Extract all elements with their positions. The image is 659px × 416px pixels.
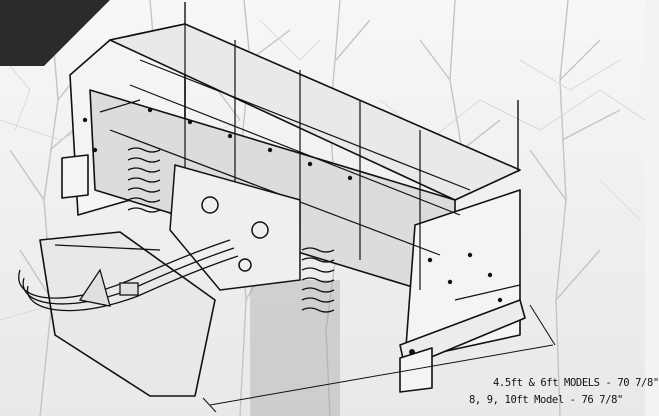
dimension-line (202, 304, 556, 413)
right-spring (301, 247, 335, 313)
dimension-label-large-models: 8, 9, 10ft Model - 76 7/8" (469, 394, 623, 406)
left-spring (127, 147, 161, 213)
dimension-label-small-models: 4.5ft & 6ft MODELS - 70 7/8" (493, 377, 659, 389)
left-skid (61, 154, 89, 199)
warning-triangle (78, 268, 111, 307)
right-skid (399, 347, 433, 393)
corner-tab (0, 0, 110, 66)
snow-pusher-drawing (18, 2, 556, 413)
quick-attach-plate (39, 231, 216, 397)
